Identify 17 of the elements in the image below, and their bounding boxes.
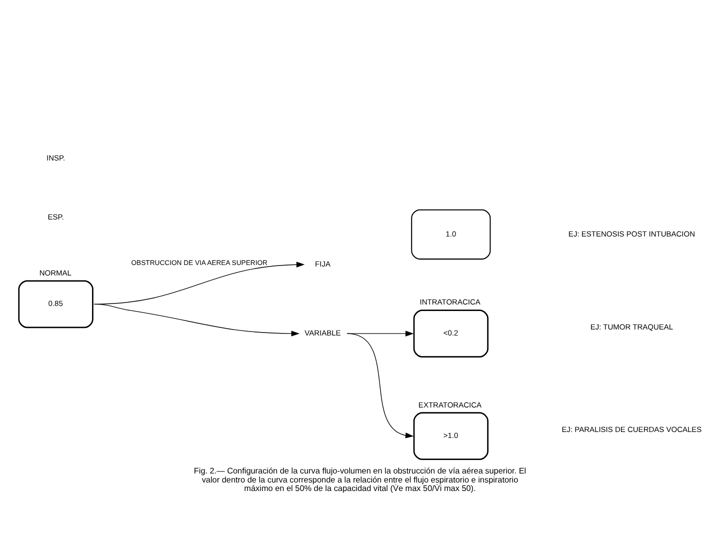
label: EJ: ESTENOSIS POST INTUBACION [568,229,696,238]
node-box: 0.85 [18,280,94,328]
arrow [346,333,414,438]
label: ESP. [48,212,64,222]
label: EJ: TUMOR TRAQUEAL [590,322,674,332]
node-label: EXTRATORACICA [418,400,482,410]
node-label: NORMAL [39,268,72,278]
node-box: >1.0 [413,412,489,460]
node-text: VARIABLE [304,328,341,338]
node-text: FIJA [315,259,330,268]
arrow [346,330,414,336]
node-box: <0.2 [413,310,489,358]
label: EJ: PARALISIS DE CUERDAS VOCALES [562,424,702,434]
node-label: INTRATORACICA [420,298,480,307]
node-box: 1.0 [411,209,491,260]
arrow [94,304,300,336]
label: INSP. [46,153,66,162]
